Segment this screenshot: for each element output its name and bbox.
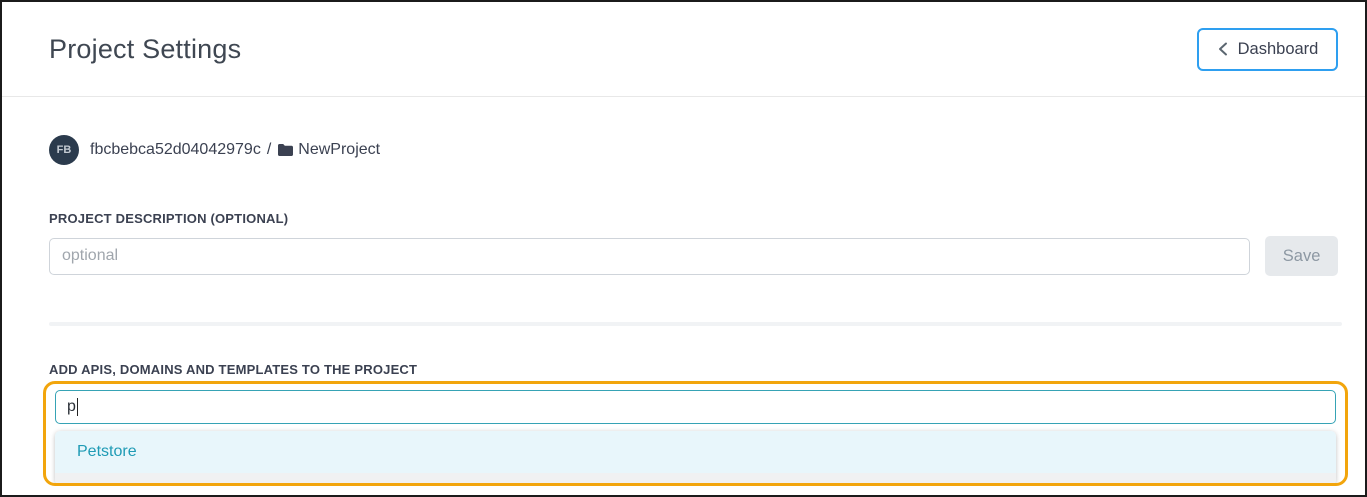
- description-label: PROJECT DESCRIPTION (OPTIONAL): [49, 211, 289, 226]
- chevron-left-icon: [1217, 42, 1229, 56]
- project-name: NewProject: [298, 141, 381, 158]
- dashboard-button[interactable]: Dashboard: [1197, 27, 1338, 71]
- add-search-value: p: [67, 398, 76, 415]
- page-header: Project Settings Dashboard: [2, 2, 1365, 97]
- add-apis-label: ADD APIS, DOMAINS AND TEMPLATES TO THE P…: [49, 362, 418, 377]
- content-area: FB fbcbebca52d04042979c / NewProject PRO…: [2, 135, 1365, 486]
- owner-project-path: fbcbebca52d04042979c / NewProject: [90, 141, 380, 159]
- suggestions-dropdown: Petstore: [55, 431, 1336, 483]
- section-divider: [49, 322, 1342, 326]
- avatar: FB: [49, 135, 79, 165]
- description-row: Save: [49, 236, 1338, 276]
- folder-icon: [277, 143, 294, 157]
- avatar-initials: FB: [56, 144, 72, 156]
- add-search-input[interactable]: p: [55, 390, 1336, 424]
- path-separator: /: [266, 141, 272, 158]
- owner-id: fbcbebca52d04042979c: [90, 141, 261, 158]
- dashboard-button-label: Dashboard: [1237, 39, 1319, 58]
- breadcrumb: FB fbcbebca52d04042979c / NewProject: [49, 135, 1338, 165]
- suggestion-item-petstore[interactable]: Petstore: [55, 431, 1336, 473]
- description-input[interactable]: [49, 237, 1251, 275]
- suggestion-label: Petstore: [77, 443, 137, 460]
- text-cursor: [76, 398, 79, 416]
- page-title: Project Settings: [49, 33, 242, 64]
- save-button[interactable]: Save: [1265, 236, 1338, 276]
- suggestion-item-partial[interactable]: [55, 473, 1336, 483]
- search-highlight-outline: p Petstore: [43, 381, 1348, 486]
